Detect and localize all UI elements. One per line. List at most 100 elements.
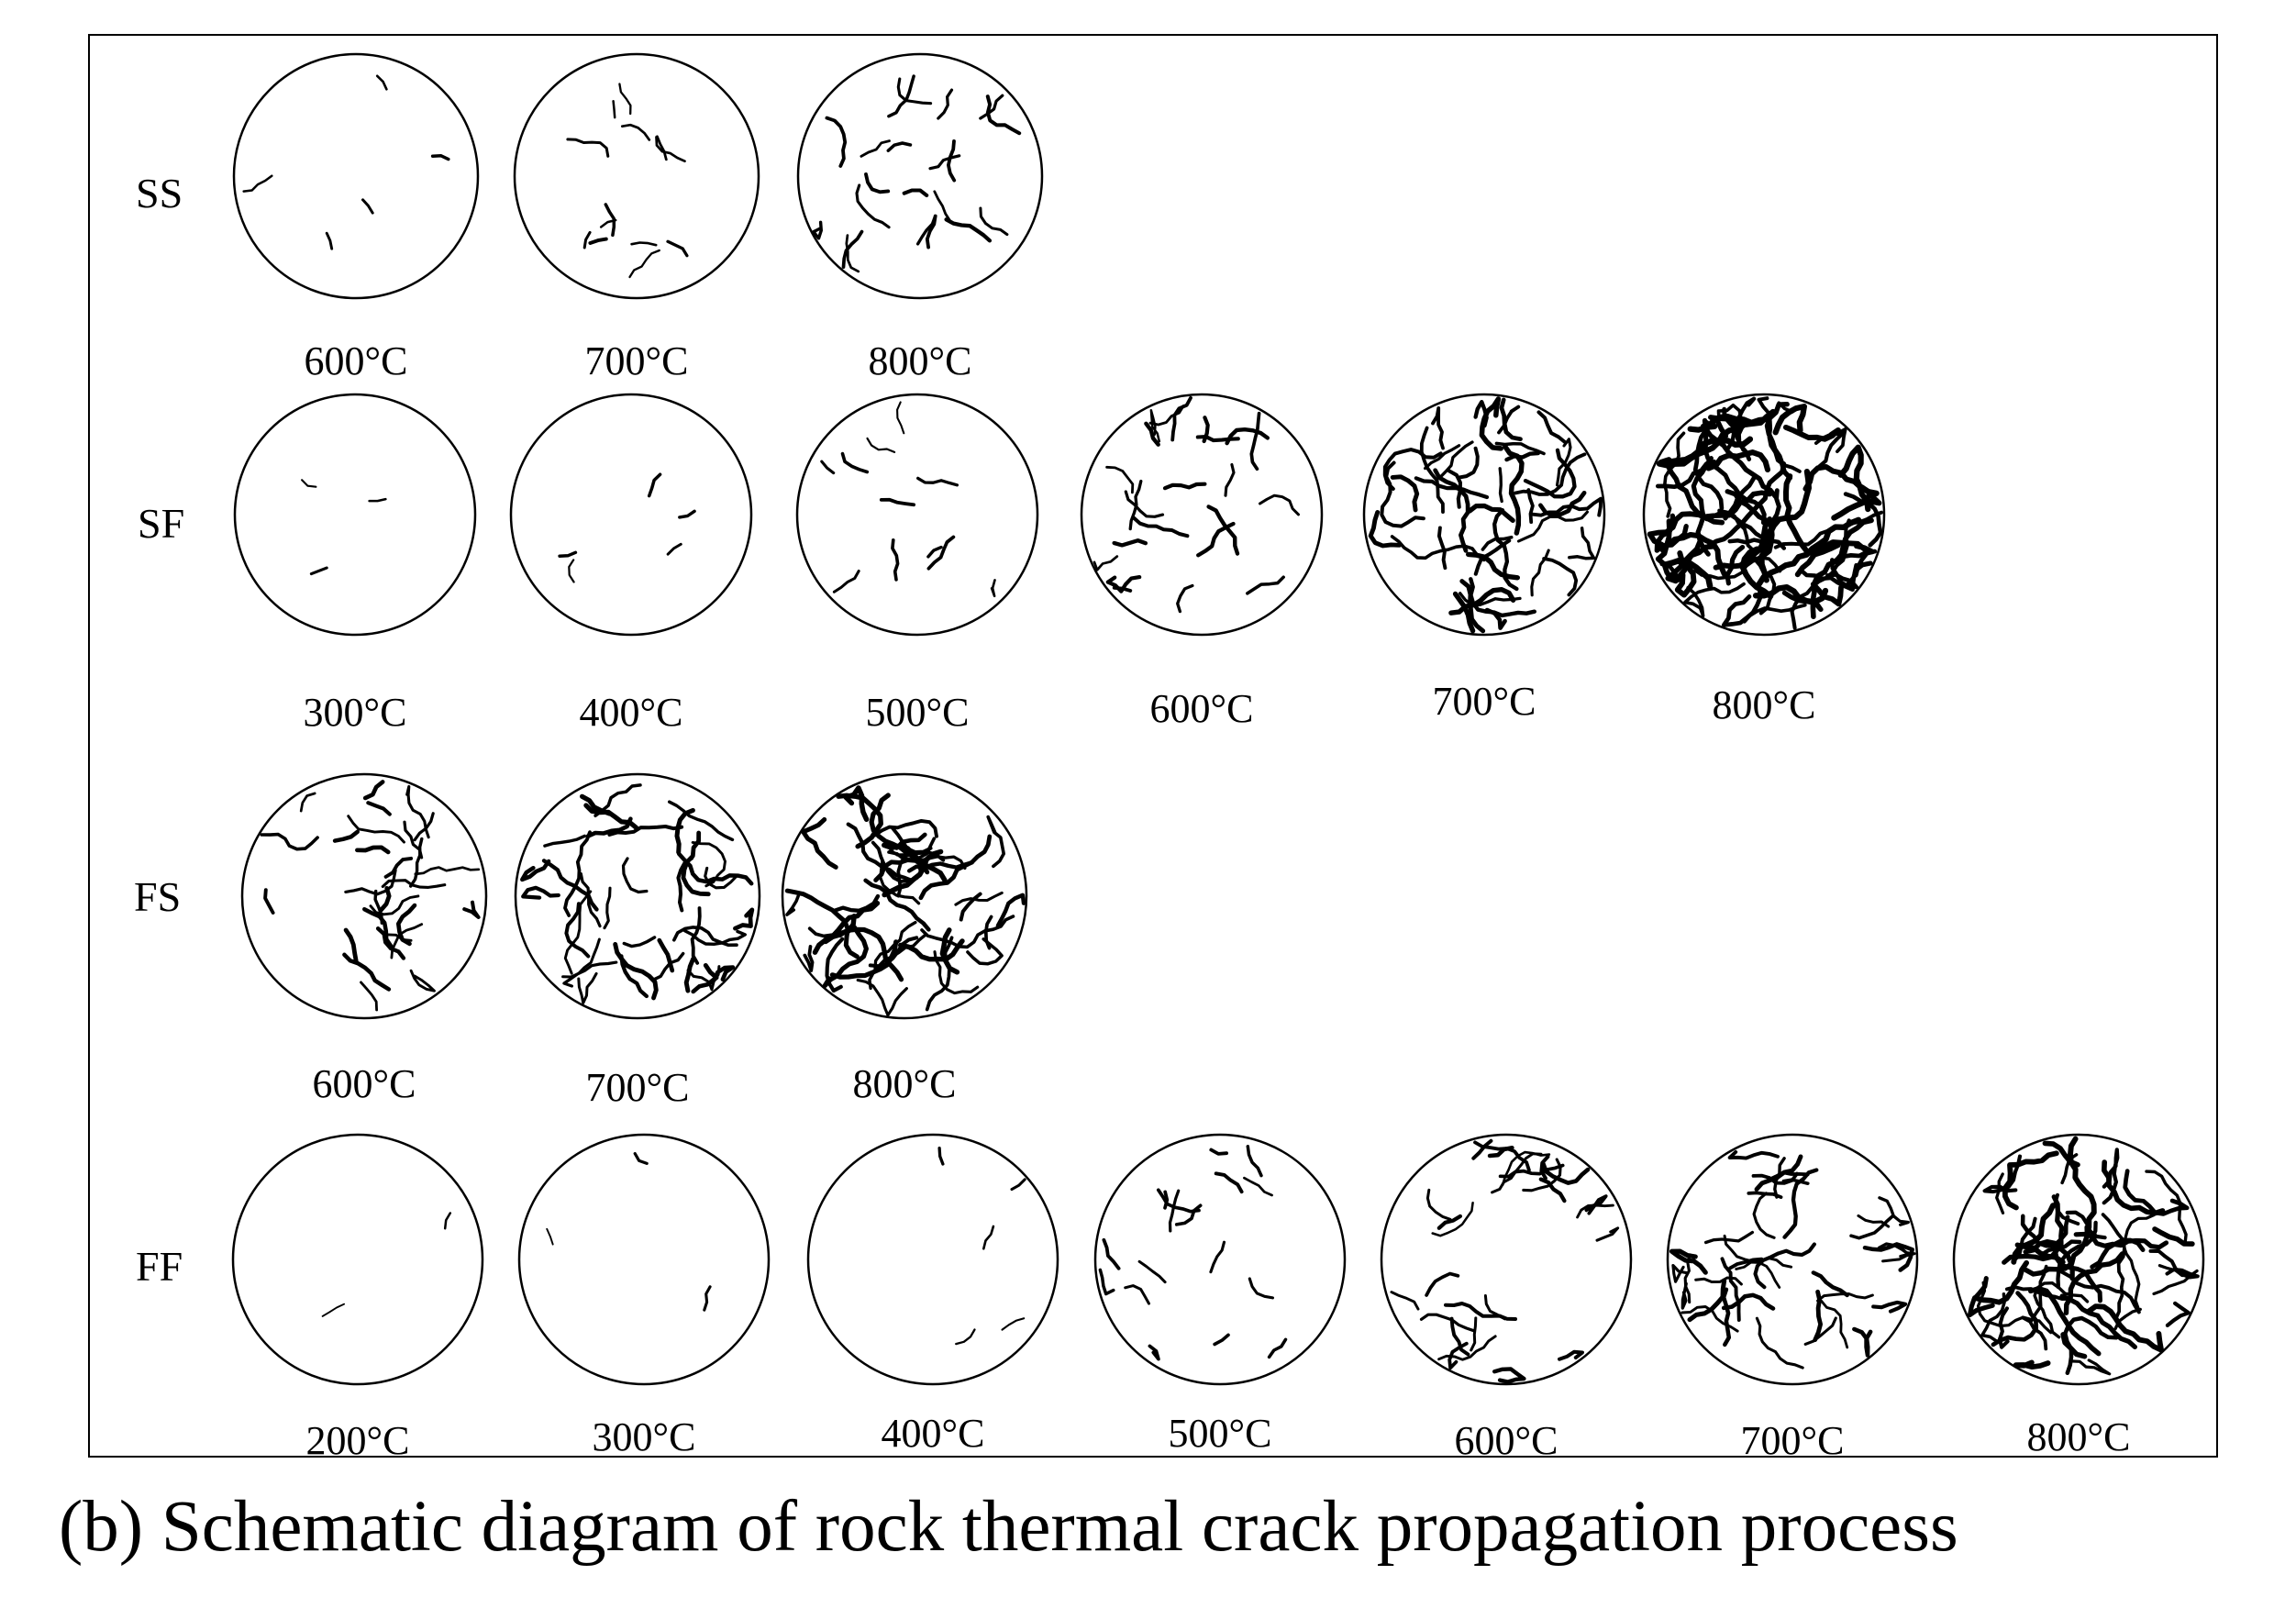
crack-line <box>1837 444 1871 513</box>
rock-sample-sf-300c <box>233 393 477 637</box>
crack-line <box>2063 1315 2119 1376</box>
crack-line <box>1514 452 1587 496</box>
crack-line <box>925 936 954 1012</box>
crack-line <box>2165 1301 2191 1327</box>
crack-line <box>1595 1226 1620 1242</box>
crack-line <box>414 866 481 876</box>
crack-line <box>1703 1230 1755 1245</box>
crack-line <box>846 822 914 882</box>
crack-line <box>845 234 860 273</box>
sample-outline <box>1380 1133 1633 1386</box>
rock-sample-ff-700c <box>1666 1133 1919 1386</box>
rock-sample-fs-600c <box>240 772 488 1020</box>
crack-line <box>676 851 754 886</box>
crack-line <box>369 894 420 916</box>
crack-line <box>301 479 317 488</box>
crack-line <box>2014 1242 2066 1265</box>
crack-line <box>2102 1148 2120 1205</box>
crack-line <box>1224 462 1236 497</box>
crack-line <box>925 214 937 250</box>
sample-outline <box>514 772 761 1020</box>
crack-line <box>2060 1332 2088 1359</box>
row-sf <box>233 393 1886 637</box>
crack-line <box>672 926 738 948</box>
temperature-label: 300°C <box>592 1414 696 1459</box>
crack-line <box>823 926 904 982</box>
rock-sample-fs-700c <box>514 772 761 1020</box>
rock-sample-ff-300c <box>517 1133 771 1386</box>
crack-line <box>362 780 385 801</box>
crack-line <box>2069 1358 2112 1376</box>
crack-line <box>825 937 845 993</box>
crack-line <box>599 218 617 228</box>
crack-line <box>2039 1239 2082 1257</box>
crack-line <box>1967 1276 1995 1318</box>
crack-line <box>1536 410 1567 444</box>
crack-line <box>1720 1257 1741 1322</box>
crack-line <box>2020 1214 2070 1248</box>
crack-line <box>891 538 900 582</box>
crack-line <box>1010 1178 1026 1192</box>
crack-line <box>1683 1253 1691 1304</box>
crack-line <box>1425 1188 1452 1221</box>
crack-line <box>378 885 392 913</box>
rock-sample-sf-500c <box>795 393 1039 637</box>
rock-sample-ss-700c <box>513 52 760 300</box>
crack-line <box>1669 1248 1708 1275</box>
row-ff <box>231 1133 2205 1386</box>
crack-line <box>409 969 436 993</box>
crack-line <box>990 579 996 598</box>
rock-sample-ss-800c <box>796 52 1044 300</box>
crack-line <box>1538 1177 1567 1203</box>
temperature-label: 500°C <box>865 690 970 735</box>
crack-line <box>1499 397 1523 442</box>
crack-line <box>683 956 696 993</box>
crack-line <box>1991 1291 2039 1347</box>
crack-line <box>871 840 919 883</box>
crack-line <box>566 138 610 158</box>
crack-line <box>1516 510 1589 543</box>
crack-line <box>1149 409 1161 443</box>
figure-caption: (b) Schematic diagram of rock thermal cr… <box>59 1487 1958 1567</box>
crack-line <box>1816 1292 1874 1303</box>
sample-outline <box>233 393 477 637</box>
crack-line <box>2055 1267 2141 1314</box>
crack-line <box>2122 1213 2156 1310</box>
crack-line <box>1881 1246 1916 1263</box>
crack-line <box>1754 1154 1803 1192</box>
crack-line <box>543 834 586 848</box>
crack-line <box>1862 1242 1914 1272</box>
temperature-label: 800°C <box>852 1061 957 1106</box>
sample-outline <box>509 393 753 637</box>
temperature-label: 400°C <box>579 690 683 735</box>
crack-line <box>1425 1271 1460 1297</box>
crack-line <box>1542 557 1579 597</box>
sample-outline <box>806 1133 1059 1386</box>
crack-line <box>383 856 414 879</box>
crack-line <box>868 933 927 990</box>
crack-line <box>563 890 593 975</box>
crack-line <box>1997 1306 2010 1349</box>
sample-outline <box>1093 1133 1347 1386</box>
crack-line <box>882 848 944 898</box>
crack-line <box>933 190 951 222</box>
crack-line <box>1721 1292 1776 1311</box>
crack-line <box>1713 516 1773 571</box>
crack-line <box>360 981 378 1012</box>
crack-line <box>1390 535 1486 562</box>
crack-line <box>1174 1203 1203 1226</box>
crack-line <box>926 545 943 559</box>
crack-line <box>872 818 938 838</box>
crack-line <box>1980 1292 2006 1344</box>
crack-line <box>1431 1201 1474 1237</box>
crack-line <box>325 231 334 250</box>
crack-line <box>864 172 891 194</box>
crack-line <box>413 812 435 842</box>
crack-line <box>896 401 905 435</box>
crack-line <box>612 99 616 119</box>
crack-line <box>1249 411 1261 471</box>
crack-line <box>651 951 685 981</box>
temperature-label: 800°C <box>1712 682 1816 727</box>
crack-line <box>1687 1278 1727 1323</box>
crack-line <box>1568 527 1596 560</box>
